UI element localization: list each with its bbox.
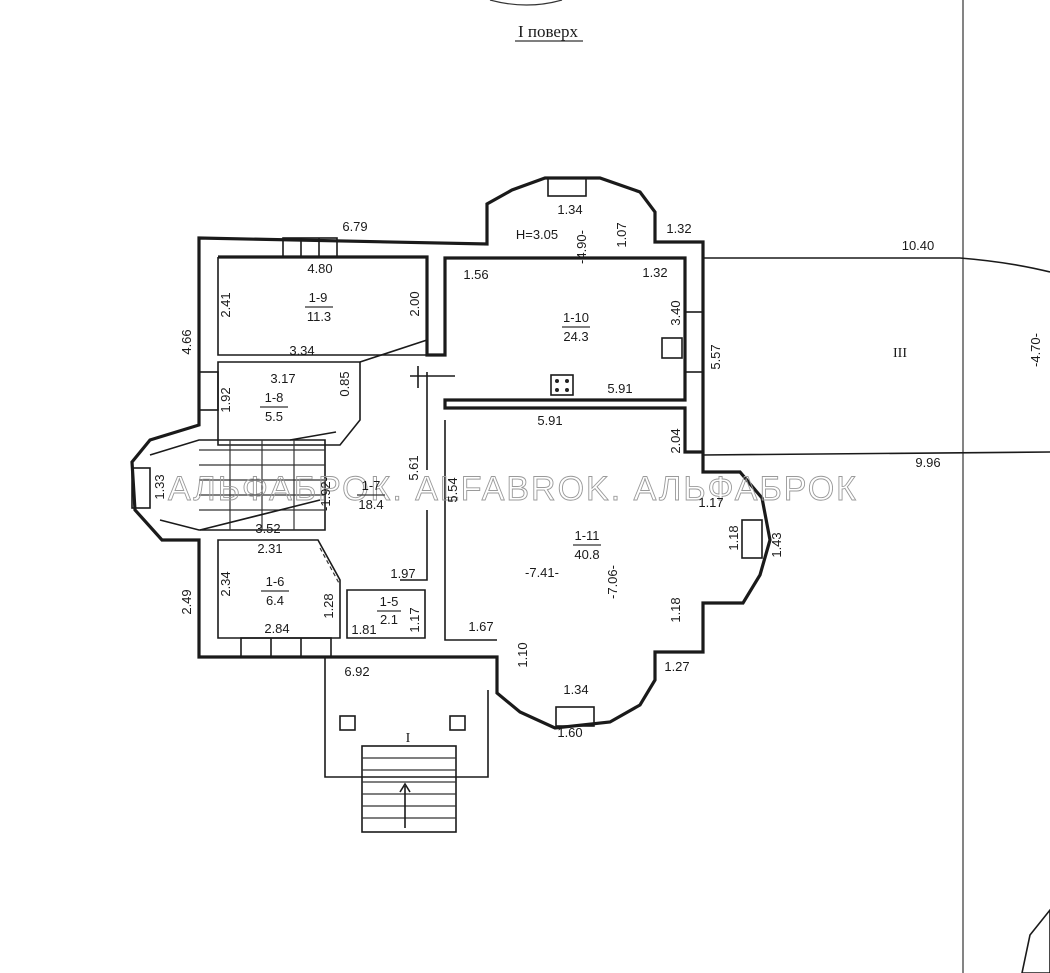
dimension-label: 2.00 [407, 291, 422, 316]
room-1-5-walls [346, 589, 426, 639]
dimension-label: 1.27 [664, 659, 689, 674]
svg-text:11.3: 11.3 [307, 309, 331, 324]
dimension-label: 4.80 [307, 261, 332, 276]
dimension-label: 9.96 [915, 455, 940, 470]
room-1-7-walls [400, 372, 428, 581]
stair-inner-walls [149, 439, 326, 531]
dimension-label: -4.70- [1028, 333, 1043, 367]
zone-label-III: III [893, 346, 907, 361]
dimension-label: 6.79 [342, 219, 367, 234]
porch-column-right [449, 715, 466, 731]
floor-title: I поверх [518, 22, 578, 41]
zone-label-I: I [406, 731, 411, 746]
dimension-label: 1.56 [463, 267, 488, 282]
dimension-labels: 6.79 4.80 2.41 2.00 4.66 3.34 3.17 0.85 1.92 1.33… [152, 202, 1043, 740]
dimension-label: 1.81 [351, 622, 376, 637]
dimension-label: 6.92 [344, 664, 369, 679]
window-marks [131, 177, 763, 727]
dimension-label: 1.07 [614, 222, 629, 247]
dimension-label: 1.33 [152, 474, 167, 499]
outer-wall [130, 176, 772, 730]
dimension-label: -1.92- [318, 477, 333, 511]
top-arc-mark [489, 0, 563, 6]
dimension-label: 5.91 [537, 413, 562, 428]
dimension-label: 1.43 [769, 532, 784, 557]
dimension-label: 1.67 [468, 619, 493, 634]
dimension-label: 3.40 [668, 300, 683, 325]
room-height-1-10: H=3.05 [516, 227, 558, 242]
room-label-1-11: 1-11 [574, 528, 599, 543]
dimension-label: 3.34 [289, 343, 314, 358]
dimension-label: 2.41 [218, 292, 233, 317]
dimension-label: 1.97 [390, 566, 415, 581]
room-labels: 1-6 6.4 1-7 18.4 1-8 5.5 1-10 24.3 H=3.05 1-11 40.… [260, 227, 601, 627]
dimension-label: 1.18 [668, 597, 683, 622]
svg-text:1-9: 1-9 [309, 290, 328, 305]
dimension-label: 5.54 [445, 477, 460, 502]
dimension-label: -4.90- [574, 230, 589, 264]
watermark-text: АЛЬФАБРОК. ALFABROK. АЛЬФАБРОК [168, 470, 858, 508]
dimension-label: 2.84 [264, 621, 289, 636]
room-1-9-walls [217, 257, 427, 356]
corridor-diagonal [359, 339, 428, 363]
room-area-1-8: 5.5 [265, 409, 283, 424]
stamp-fragment [1021, 908, 1050, 973]
dimension-label: 1.92 [218, 387, 233, 412]
dimension-label: 3.52 [255, 521, 280, 536]
dimension-label: 1.34 [557, 202, 582, 217]
room-label-1-10: 1-10 [563, 310, 589, 325]
room-area-1-6: 6.4 [266, 593, 284, 608]
dimension-label: 2.31 [257, 541, 282, 556]
dimension-label: 1.34 [563, 682, 588, 697]
room-area-1-10: 24.3 [563, 329, 588, 344]
room-1-11-walls [444, 420, 497, 641]
entrance-stairs [361, 745, 457, 833]
dimension-label: 1.18 [726, 525, 741, 550]
staircase-internal [199, 440, 325, 531]
porch-column-left [339, 715, 356, 731]
dimension-label: 5.57 [708, 344, 723, 369]
dimension-label: -7.06- [605, 565, 620, 599]
dimension-label: 1.28 [321, 593, 336, 618]
dimension-label: 1.32 [666, 221, 691, 236]
dimension-label: 2.34 [218, 571, 233, 596]
stove-icon [550, 374, 574, 396]
dimension-label: -7.41- [525, 565, 559, 580]
dimension-label: 1.17 [698, 495, 723, 510]
room-1-9-label: 1-9 11.3 [305, 290, 333, 324]
room-label-1-8: 1-8 [265, 390, 284, 405]
dimension-label: 1.10 [515, 642, 530, 667]
room-area-1-11: 40.8 [574, 547, 599, 562]
room-area-1-5: 2.1 [380, 612, 398, 627]
dimension-label: 2.04 [668, 428, 683, 453]
room-area-1-7: 18.4 [358, 497, 383, 512]
room-1-6-walls [217, 539, 341, 639]
sink-fixture [661, 337, 683, 359]
room-label-1-6: 1-6 [266, 574, 285, 589]
room-label-1-5: 1-5 [380, 594, 399, 609]
porch-outline [324, 657, 489, 778]
room-1-8-walls [217, 361, 361, 446]
dimension-label: 0.85 [337, 371, 352, 396]
door-marks [289, 366, 455, 586]
dimension-label: 4.66 [179, 329, 194, 354]
dimension-label: 1.60 [557, 725, 582, 740]
dimension-label: 1.17 [407, 607, 422, 632]
dimension-label: 3.17 [270, 371, 295, 386]
dimension-label: 10.40 [902, 238, 935, 253]
dimension-label: 5.61 [406, 455, 421, 480]
dimension-label: 2.49 [179, 589, 194, 614]
dimension-label: 1.32 [642, 265, 667, 280]
terrace-outline [702, 257, 1050, 456]
dimension-label: 5.91 [607, 381, 632, 396]
room-label-1-7: 1-7 [362, 478, 381, 493]
